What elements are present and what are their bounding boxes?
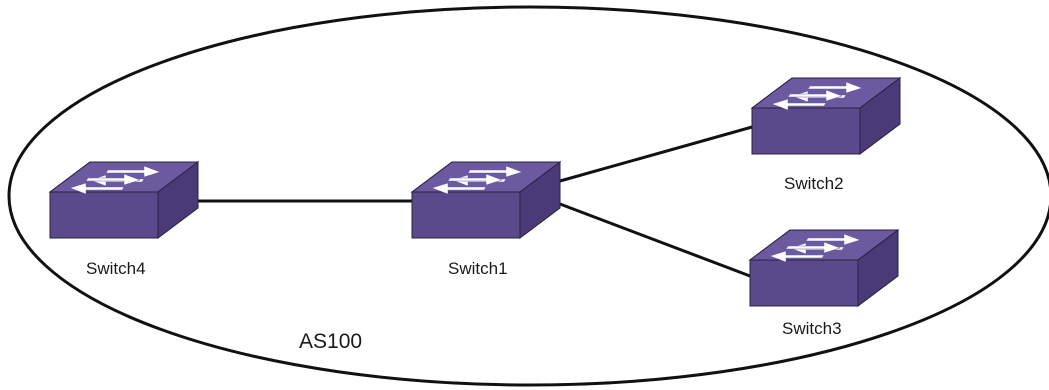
switch3-label: Switch3	[782, 319, 842, 338]
as-boundary	[7, 5, 1049, 387]
switch2-label: Switch2	[784, 174, 844, 193]
switch4-node: Switch4	[49, 161, 199, 278]
network-switch-icon	[749, 229, 899, 307]
link-switch1-switch2	[559, 125, 753, 183]
network-switch-icon	[751, 77, 901, 155]
switch1-node: Switch1	[411, 161, 561, 278]
switch4-label: Switch4	[86, 259, 146, 278]
switch3-node: Switch3	[749, 229, 899, 338]
as-label: AS100	[299, 330, 362, 353]
switch2-node: Switch2	[751, 77, 901, 193]
switch1-label: Switch1	[448, 259, 508, 278]
network-switch-icon	[49, 161, 199, 239]
network-switch-icon	[411, 161, 561, 239]
link-switch1-switch3	[559, 202, 751, 278]
